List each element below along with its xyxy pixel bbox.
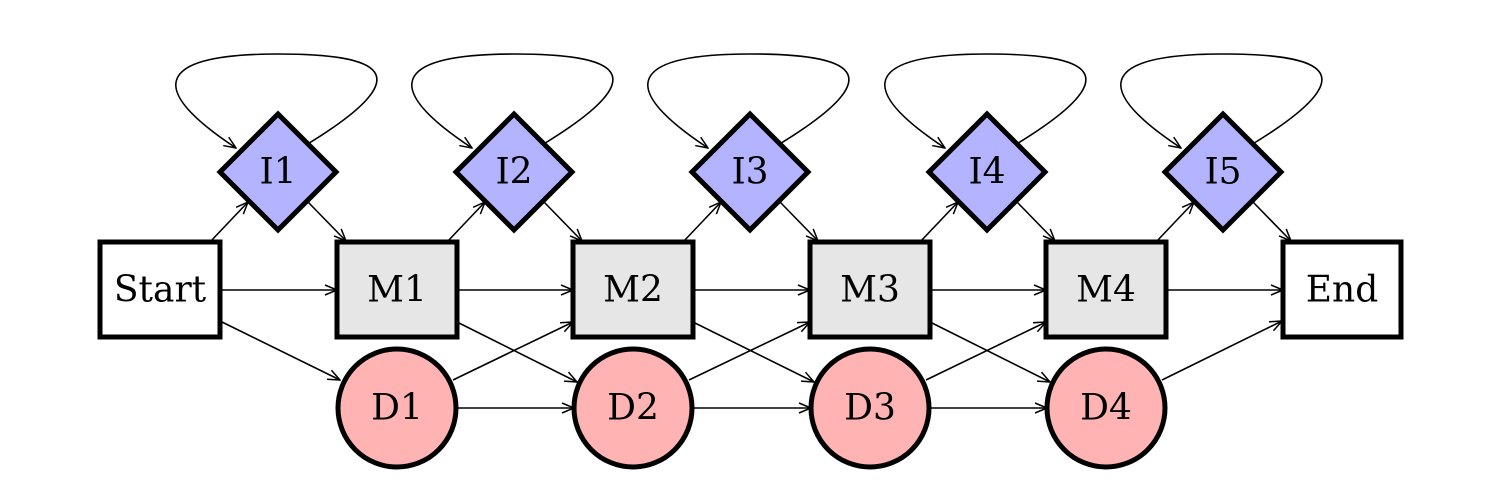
edge-i2-m2 (543, 201, 582, 241)
delete-state-d3: D3 (808, 346, 932, 470)
edge-m2-d3 (692, 321, 814, 382)
match-state-m3: M3 (807, 239, 933, 340)
start-state-label: Start (114, 270, 207, 311)
match-state-m2: M2 (570, 239, 696, 340)
delete-state-d2-label: D2 (607, 388, 659, 429)
edge-d3-m4 (925, 322, 1046, 381)
end-state-label: End (1306, 270, 1379, 311)
insert-state-i2: I2 (452, 110, 576, 234)
insert-state-i4-label: I4 (968, 152, 1005, 193)
insert-state-i3: I3 (688, 110, 812, 234)
insert-state-i5: I5 (1161, 110, 1285, 234)
edge-i4-m4 (1016, 201, 1055, 241)
match-state-m3-label: M3 (840, 270, 900, 311)
insert-state-i4: I4 (925, 110, 1049, 234)
edge-i1-m1 (307, 201, 346, 241)
match-state-m4-label: M4 (1076, 270, 1136, 311)
self-loop-edge-i3 (647, 53, 850, 148)
edge-start-i1 (209, 202, 248, 243)
edge-m4-i5 (1155, 202, 1194, 243)
match-state-m2-label: M2 (603, 270, 663, 311)
self-loop-edge-i4 (884, 53, 1087, 148)
insert-state-i1-label: I1 (259, 152, 296, 193)
delete-state-d4: D4 (1044, 346, 1168, 470)
edge-m3-d4 (929, 321, 1050, 382)
insert-state-i5-label: I5 (1204, 152, 1241, 193)
edge-m1-d2 (456, 321, 577, 382)
self-loop-edge-i1 (175, 53, 378, 148)
self-loop-edge-i5 (1120, 53, 1323, 148)
delete-state-d2: D2 (571, 346, 695, 470)
delete-state-d1: D1 (335, 346, 459, 470)
start-state: Start (97, 239, 223, 340)
delete-state-d4-label: D4 (1080, 388, 1132, 429)
edge-d2-m3 (688, 322, 810, 381)
match-state-m1-label: M1 (367, 270, 427, 311)
edge-m1-i2 (446, 202, 485, 243)
edge-i5-end (1252, 201, 1291, 241)
transition-edges (175, 53, 1323, 408)
insert-state-i1: I1 (216, 110, 340, 234)
edge-i3-m3 (779, 201, 818, 241)
match-state-m1: M1 (334, 239, 460, 340)
insert-state-i2-label: I2 (495, 152, 532, 193)
match-state-m4: M4 (1043, 239, 1169, 340)
edge-m2-i3 (682, 202, 721, 243)
edge-start-d1 (221, 321, 340, 380)
edge-d1-m2 (452, 322, 573, 381)
edge-d4-end (1161, 321, 1282, 381)
end-state: End (1280, 239, 1404, 340)
delete-state-d3-label: D3 (844, 388, 896, 429)
edge-m3-i4 (919, 202, 958, 243)
delete-state-d1-label: D1 (371, 388, 423, 429)
insert-state-i3-label: I3 (731, 152, 768, 193)
self-loop-edge-i2 (411, 53, 614, 148)
